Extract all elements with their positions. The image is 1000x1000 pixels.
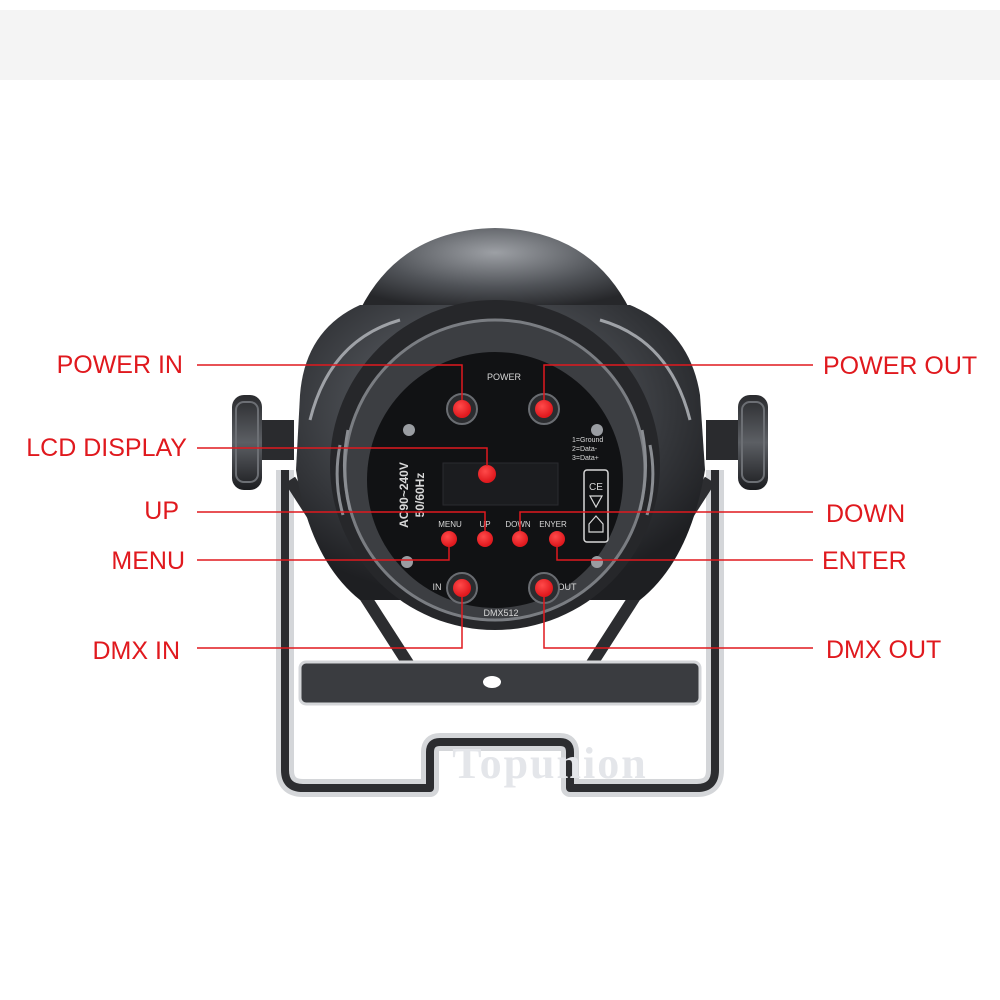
menu-callout: MENU: [111, 547, 185, 575]
frequency-label: 50/60Hz: [413, 473, 427, 518]
callout-labels: POWER IN POWER OUT LCD DISPLAY UP DOWN M…: [26, 351, 977, 665]
pin3-label: 3=Data+: [572, 455, 599, 462]
enter-callout: ENTER: [822, 547, 907, 575]
menu-leader: [197, 547, 450, 561]
enter-leader: [556, 547, 813, 561]
up-leader: [197, 511, 486, 531]
right-knob: [706, 395, 768, 490]
indoor-use-icon: [588, 515, 604, 533]
menu-button-label: MENU: [438, 520, 462, 529]
certification-box: [583, 469, 609, 543]
mount-hole: [483, 676, 501, 688]
voltage-label: AC90~240V: [397, 462, 411, 528]
header-band: [0, 10, 1000, 80]
lcd-screen: [442, 462, 559, 506]
power-out-leader: [543, 364, 813, 400]
lcd-marker: [478, 465, 496, 483]
warning-icon: [588, 495, 604, 509]
power-in-socket: [446, 393, 478, 425]
left-knob: [232, 395, 294, 490]
up-button[interactable]: [477, 531, 493, 547]
dmx-out-leader: [543, 597, 813, 649]
enter-button[interactable]: [549, 531, 565, 547]
ce-mark-label: CE: [589, 482, 603, 493]
pin2-label: 2=Data-: [572, 446, 598, 453]
power-in-leader: [197, 364, 463, 400]
lcd-display-callout: LCD DISPLAY: [26, 434, 187, 462]
dmx-out-callout: DMX OUT: [826, 636, 941, 664]
dmx-in-callout: DMX IN: [93, 637, 181, 665]
down-callout: DOWN: [826, 500, 905, 528]
down-leader: [519, 511, 813, 531]
watermark: Topunion: [452, 739, 647, 788]
menu-button[interactable]: [441, 531, 457, 547]
dmx-out-port-label: OUT: [558, 582, 578, 592]
down-button[interactable]: [512, 531, 528, 547]
lcd-leader: [197, 447, 488, 466]
dmx-in-leader: [197, 597, 463, 649]
up-callout: UP: [144, 497, 179, 525]
down-button-label: DOWN: [505, 520, 531, 529]
power-in-callout: POWER IN: [57, 351, 183, 379]
pin1-label: 1=Ground: [572, 437, 603, 444]
power-label: POWER: [487, 372, 522, 382]
leader-lines: [197, 364, 813, 649]
dmx-in-port-label: IN: [433, 582, 442, 592]
enter-button-label: ENYER: [539, 520, 567, 529]
dmx512-label: DMX512: [483, 608, 518, 618]
power-out-callout: POWER OUT: [823, 352, 977, 380]
